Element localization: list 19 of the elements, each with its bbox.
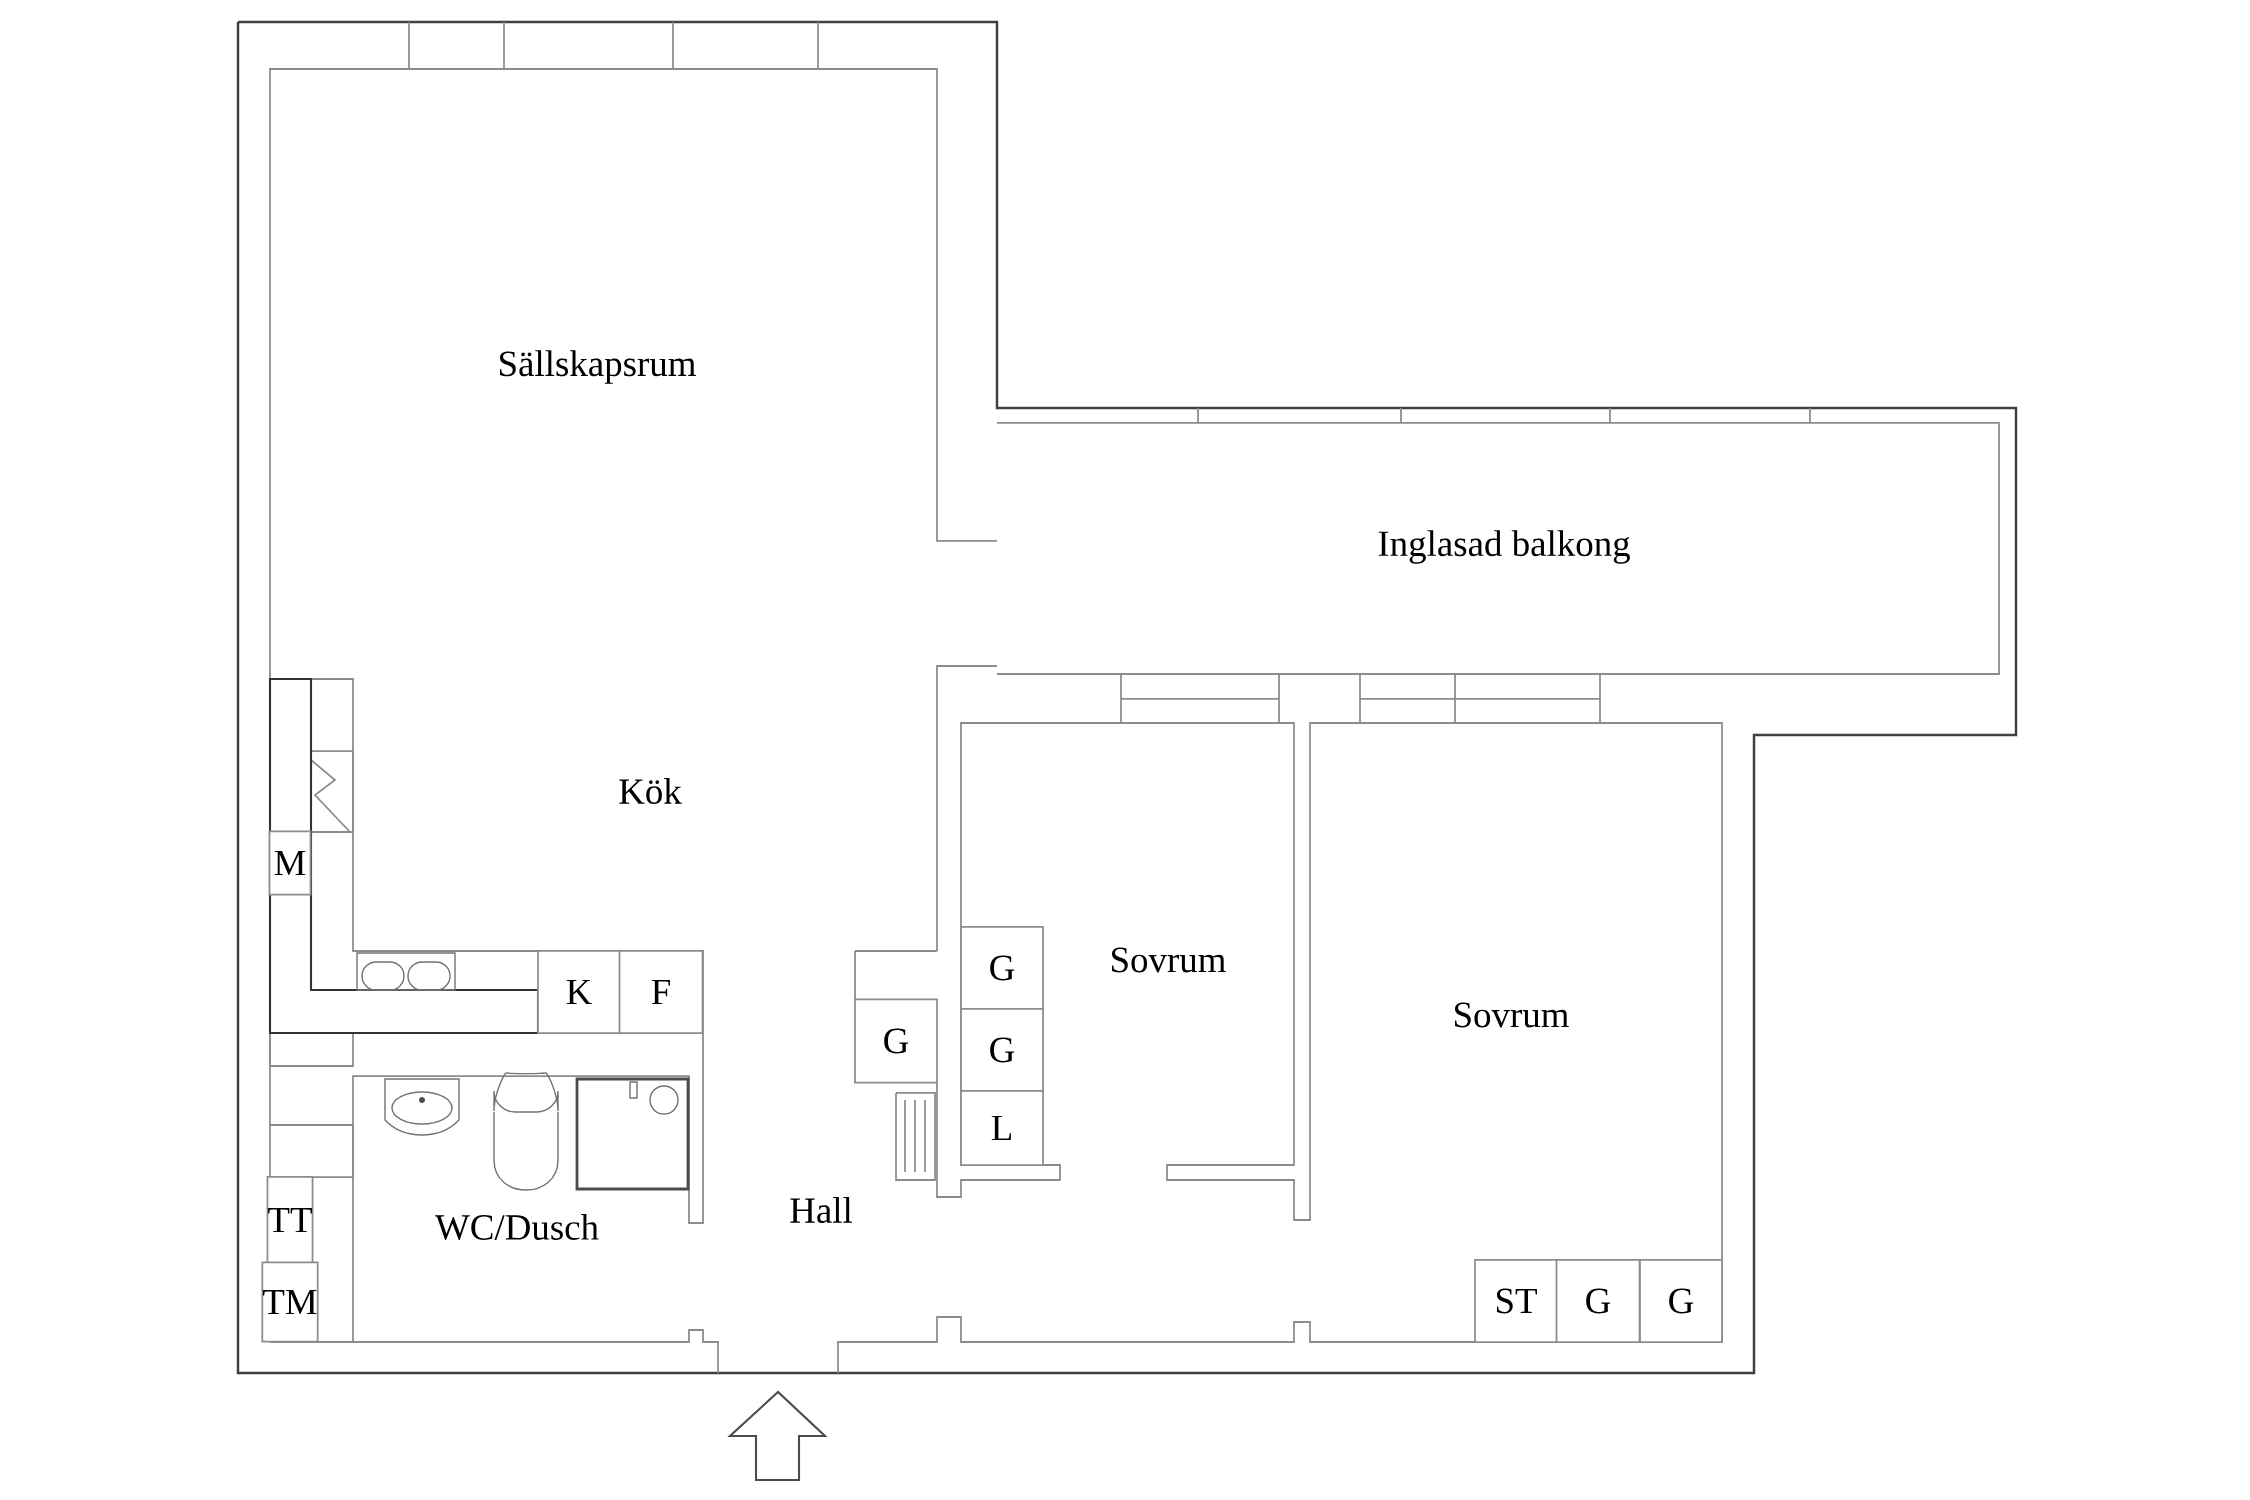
cabinet-box: ST [1474,1259,1558,1343]
cabinet-box: G [854,998,938,1084]
cabinet-box: TT [266,1176,314,1264]
cabinet-box: G [1555,1259,1641,1343]
room-label: Kök [619,778,682,804]
cabinet-box: G [960,926,1044,1010]
room-label: Hall [790,1197,852,1223]
cabinet-box: F [618,950,704,1034]
cabinet-box: G [960,1008,1044,1092]
cabinet-box: M [268,830,312,896]
cabinet-box: G [1639,1259,1723,1343]
room-label: WC/Dusch [435,1213,599,1241]
cabinet-box: TM [261,1261,319,1343]
room-label: Sovrum [1455,1002,1569,1028]
room-label: Sovrum [1112,947,1226,973]
room-label: Sällskapsrum [500,350,696,384]
room-label: Inglasad balkong [1378,530,1630,564]
cabinet-box: K [537,950,621,1034]
cabinet-box: L [960,1090,1044,1166]
